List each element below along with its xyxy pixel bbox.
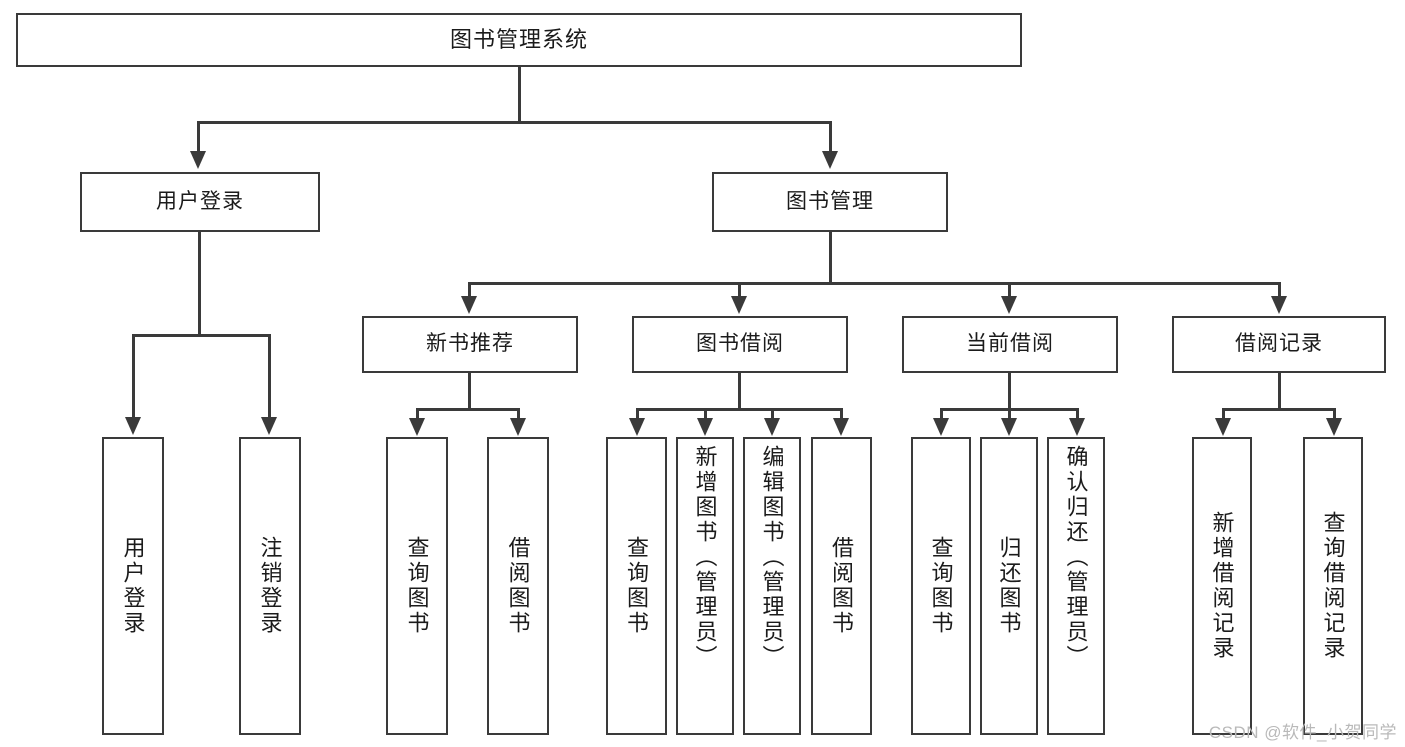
- leaf-label: 查询图书: [928, 536, 954, 636]
- connector-book-mgmt-bus: [468, 282, 1279, 285]
- arrow-book-borrow-child-4: [833, 418, 849, 436]
- arrow-book-mgmt-child-3: [1001, 296, 1017, 314]
- connector-book-mgmt-child-3: [1008, 282, 1011, 298]
- connector-current-borrow-child-3: [1076, 408, 1079, 420]
- leaf-label: 归还图书: [996, 536, 1022, 636]
- arrow-book-mgmt-child-1: [461, 296, 477, 314]
- arrow-current-borrow-child-1: [933, 418, 949, 436]
- arrow-book-borrow-child-3: [764, 418, 780, 436]
- arrow-user-login-child-2: [261, 417, 277, 435]
- connector-user-login-child-1: [132, 334, 135, 419]
- connector-borrow-record-child-2: [1333, 408, 1336, 420]
- leaf-query-book-recommend[interactable]: 查询图书: [386, 437, 448, 735]
- leaf-label: 借阅图书: [505, 536, 531, 636]
- connector-book-mgmt-child-2: [738, 282, 741, 298]
- leaf-label: 新增借阅记录: [1209, 511, 1235, 661]
- node-new-book-recommend[interactable]: 新书推荐: [362, 316, 578, 373]
- leaf-label: 用户登录: [120, 536, 146, 636]
- leaf-label: 查询图书: [404, 536, 430, 636]
- connector-current-borrow-stem: [1008, 373, 1011, 410]
- arrow-book-mgmt-child-2: [731, 296, 747, 314]
- connector-borrow-record-bus: [1222, 408, 1336, 411]
- arrow-borrow-record-child-1: [1215, 418, 1231, 436]
- leaf-borrow-book[interactable]: 借阅图书: [811, 437, 872, 735]
- node-current-borrow[interactable]: 当前借阅: [902, 316, 1118, 373]
- node-label: 新书推荐: [426, 332, 514, 356]
- arrow-borrow-record-child-2: [1326, 418, 1342, 436]
- connector-new-book-stem: [468, 373, 471, 410]
- leaf-add-book-admin[interactable]: 新增图书（管理员）: [676, 437, 734, 735]
- connector-book-borrow-stem: [738, 373, 741, 410]
- arrow-book-mgmt-child-4: [1271, 296, 1287, 314]
- leaf-label: 编辑图书（管理员）: [759, 445, 785, 670]
- leaf-query-book-current[interactable]: 查询图书: [911, 437, 971, 735]
- connector-user-login-child-2: [268, 334, 271, 419]
- arrow-book-borrow-child-2: [697, 418, 713, 436]
- connector-new-book-child-1: [416, 408, 419, 420]
- node-label: 图书管理系统: [449, 27, 588, 53]
- connector-book-borrow-child-1: [636, 408, 639, 420]
- connector-root-to-user-login: [197, 121, 200, 153]
- leaf-query-borrow-record[interactable]: 查询借阅记录: [1303, 437, 1363, 735]
- connector-borrow-record-child-1: [1222, 408, 1225, 420]
- arrow-book-borrow-child-1: [629, 418, 645, 436]
- arrow-user-login-child-1: [125, 417, 141, 435]
- node-borrow-record[interactable]: 借阅记录: [1172, 316, 1386, 373]
- arrow-current-borrow-child-2: [1001, 418, 1017, 436]
- leaf-label: 确认归还（管理员）: [1063, 445, 1089, 670]
- node-label: 图书借阅: [696, 332, 784, 356]
- connector-book-mgmt-child-1: [468, 282, 471, 298]
- connector-book-borrow-bus: [636, 408, 843, 411]
- node-label: 借阅记录: [1235, 332, 1323, 356]
- arrow-new-book-child-2: [510, 418, 526, 436]
- node-label: 当前借阅: [966, 332, 1054, 356]
- arrow-current-borrow-child-3: [1069, 418, 1085, 436]
- connector-current-borrow-child-2: [1008, 408, 1011, 420]
- leaf-label: 查询借阅记录: [1320, 511, 1346, 661]
- leaf-label: 注销登录: [257, 536, 283, 636]
- node-user-login[interactable]: 用户登录: [80, 172, 320, 232]
- arrow-root-to-book-mgmt: [822, 151, 838, 169]
- node-book-borrow[interactable]: 图书借阅: [632, 316, 848, 373]
- leaf-return-book[interactable]: 归还图书: [980, 437, 1038, 735]
- connector-book-borrow-child-3: [771, 408, 774, 420]
- leaf-logout[interactable]: 注销登录: [239, 437, 301, 735]
- leaf-query-book[interactable]: 查询图书: [606, 437, 667, 735]
- connector-user-login-bus: [132, 334, 271, 337]
- connector-root-bus: [197, 121, 832, 124]
- connector-book-mgmt-child-4: [1278, 282, 1281, 298]
- connector-new-book-bus: [416, 408, 520, 411]
- connector-book-borrow-child-4: [840, 408, 843, 420]
- leaf-confirm-return-admin[interactable]: 确认归还（管理员）: [1047, 437, 1105, 735]
- leaf-add-borrow-record[interactable]: 新增借阅记录: [1192, 437, 1252, 735]
- arrow-new-book-child-1: [409, 418, 425, 436]
- node-label: 图书管理: [786, 189, 874, 213]
- connector-borrow-record-stem: [1278, 373, 1281, 410]
- node-root-system[interactable]: 图书管理系统: [16, 13, 1022, 67]
- arrow-root-to-user-login: [190, 151, 206, 169]
- leaf-user-login[interactable]: 用户登录: [102, 437, 164, 735]
- connector-user-login-stem: [198, 232, 201, 336]
- connector-root-stem: [518, 67, 521, 123]
- leaf-borrow-book-recommend[interactable]: 借阅图书: [487, 437, 549, 735]
- node-label: 用户登录: [156, 189, 244, 213]
- node-book-management[interactable]: 图书管理: [712, 172, 948, 232]
- connector-book-mgmt-stem: [829, 232, 832, 284]
- leaf-label: 借阅图书: [829, 536, 855, 636]
- connector-new-book-child-2: [517, 408, 520, 420]
- leaf-edit-book-admin[interactable]: 编辑图书（管理员）: [743, 437, 801, 735]
- connector-book-borrow-child-2: [704, 408, 707, 420]
- leaf-label: 查询图书: [624, 536, 650, 636]
- connector-root-to-book-mgmt: [829, 121, 832, 153]
- connector-current-borrow-child-1: [940, 408, 943, 420]
- leaf-label: 新增图书（管理员）: [692, 445, 718, 670]
